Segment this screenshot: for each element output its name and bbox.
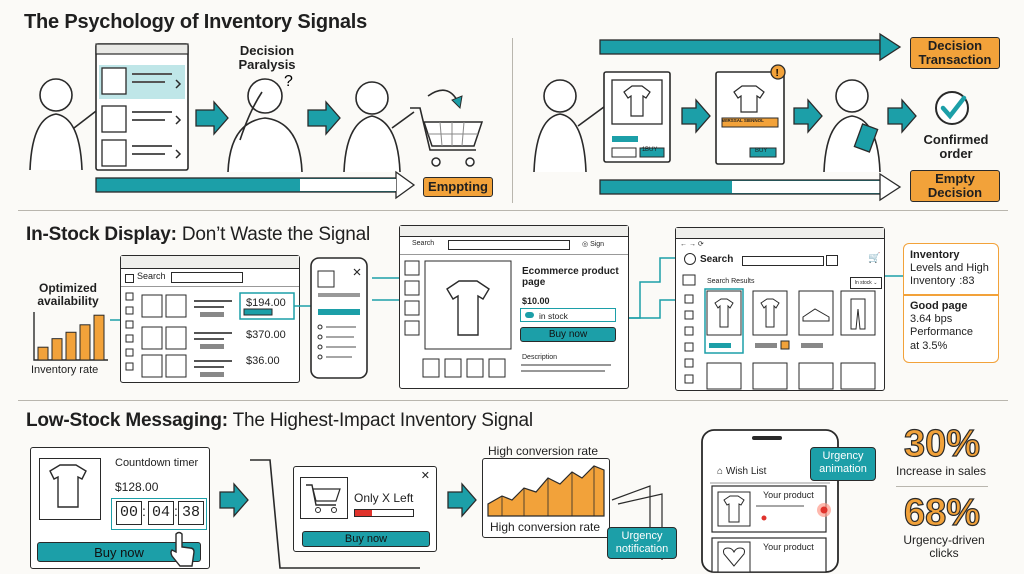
timer-minutes: 04 — [148, 501, 174, 525]
cart-icon[interactable]: 🛒 — [868, 253, 881, 264]
inventory-info-panel: Inventory Levels and High Inventory :83 … — [903, 243, 999, 363]
chart-bar-3 — [65, 331, 77, 361]
hand-cursor-icon — [170, 531, 195, 567]
decision-transaction-badge: Decision Transaction — [910, 37, 1000, 69]
timer-seconds: 38 — [178, 501, 204, 525]
conversion-area-chart — [487, 465, 605, 517]
high-conv-top-label: High conversion rate — [488, 444, 599, 458]
list-price-1: $194.00 — [246, 297, 286, 309]
wishlist-phone — [701, 429, 839, 573]
description-label: Description — [522, 354, 558, 361]
popup-buy-button[interactable]: Buy now — [302, 531, 430, 547]
low-stock-arrows — [219, 459, 477, 569]
urgency-notification-bubble: Urgency notification — [607, 527, 677, 559]
popup-close-icon[interactable]: ✕ — [420, 470, 430, 482]
search-results-heading: Search Results — [707, 278, 755, 285]
cart-icon-popup — [306, 484, 341, 513]
list-search-input[interactable] — [171, 272, 243, 283]
info-line-1: Inventory — [910, 249, 960, 261]
home-icon: ⌂ — [717, 466, 724, 477]
in-stock-title: In-Stock Display: Don’t Waste the Signal — [26, 224, 370, 245]
stat-68-label: Urgency-driven clicks — [903, 533, 985, 561]
product-price: $10.00 — [522, 296, 550, 306]
phone-mockup — [310, 257, 368, 379]
chart-bar-5 — [93, 314, 105, 361]
search-results-grid — [682, 274, 876, 390]
countdown-frame — [111, 498, 207, 530]
product-title: Ecommerce product page — [522, 266, 619, 288]
section-divider-2 — [18, 400, 1008, 401]
sign-in-link[interactable]: ◎ Sign — [582, 241, 605, 248]
stock-level-bar — [354, 509, 414, 517]
search-go-button[interactable] — [826, 255, 838, 266]
in-stock-dot-icon — [525, 312, 534, 318]
product-badge-text: WIRSSAL SIENNOL — [722, 118, 764, 123]
info-line-3: Inventory :83 — [910, 275, 975, 288]
timer-hours: 00 — [116, 501, 142, 525]
info-stat-1: 3.64 bps — [910, 313, 953, 326]
svg-text:?: ? — [284, 73, 293, 90]
info-good-page: Good page — [910, 300, 968, 312]
countdown-label: Countdown timer — [115, 457, 199, 469]
chart-xlabel: Inventory rate — [31, 364, 99, 376]
wishlist-label: ⌂ Wish List — [717, 466, 767, 477]
product-search-input[interactable] — [448, 240, 570, 250]
product-list-rows — [125, 292, 295, 378]
optimized-label: Optimized availability — [37, 281, 99, 309]
stat-30-label: Increase in sales — [896, 464, 987, 478]
your-product-2: Your product — [763, 542, 814, 552]
countdown-price: $128.00 — [115, 480, 159, 494]
countdown-buy-button[interactable]: Buy now — [37, 542, 201, 562]
high-conv-bottom-label: High conversion rate — [490, 520, 601, 534]
chart-bar-1 — [37, 346, 49, 361]
buy-now-button[interactable]: Buy now — [520, 327, 616, 342]
product-page-art — [404, 260, 611, 378]
inventory-chart — [33, 312, 108, 361]
page-title: The Psychology of Inventory Signals — [24, 11, 368, 33]
empty-badge: Emppting — [423, 177, 493, 197]
top-right-illustration: ! — [533, 32, 969, 202]
decision-paralysis-label: Decision Paralysis — [238, 43, 296, 73]
list-price-3: $36.00 — [246, 355, 280, 367]
chart-bar-2 — [51, 338, 63, 361]
only-x-left-text: Only X Left — [354, 491, 414, 505]
svg-text:!: ! — [776, 68, 779, 79]
list-search-label: Search — [137, 271, 166, 281]
user-icon: ◎ — [582, 241, 589, 248]
section-divider-1 — [18, 210, 1008, 211]
results-search-label: Search — [700, 254, 734, 265]
card1-qty: 1 — [642, 147, 646, 153]
browser-nav-icons: ← → ⟳ — [680, 241, 704, 248]
empty-decision-badge: Empty Decision — [910, 170, 1000, 202]
stock-filter-dropdown[interactable]: In stock ⌄ — [850, 277, 882, 289]
info-stat-2: Performance — [910, 326, 973, 339]
urgency-animation-bubble: Urgency animation — [810, 447, 876, 481]
info-stat-3: at 3.5% — [910, 339, 948, 352]
tshirt-icon — [49, 464, 87, 508]
card2-buy[interactable]: BUY — [755, 148, 768, 154]
logo-icon — [684, 253, 696, 265]
in-stock-indicator: in stock — [520, 308, 616, 322]
stat-30-value: 30% — [903, 422, 981, 465]
confirmed-order-label: Confirmed order — [923, 132, 989, 162]
list-price-2: $370.00 — [246, 329, 286, 341]
info-line-2: Levels and High — [910, 262, 989, 275]
card1-buy[interactable]: BUY — [645, 147, 658, 153]
popup-cart-thumb — [300, 477, 348, 519]
chart-bar-4 — [79, 324, 91, 361]
results-search-input[interactable] — [742, 256, 824, 266]
top-left-illustration: ? — [29, 43, 484, 200]
your-product-1: Your product — [763, 490, 814, 500]
top-divider — [512, 38, 513, 203]
tshirt-thumbnail — [39, 458, 101, 520]
product-search-label: Search — [412, 240, 435, 247]
stat-68-value: 68% — [903, 491, 981, 534]
low-stock-title: Low-Stock Messaging: The Highest-Impact … — [26, 410, 533, 431]
